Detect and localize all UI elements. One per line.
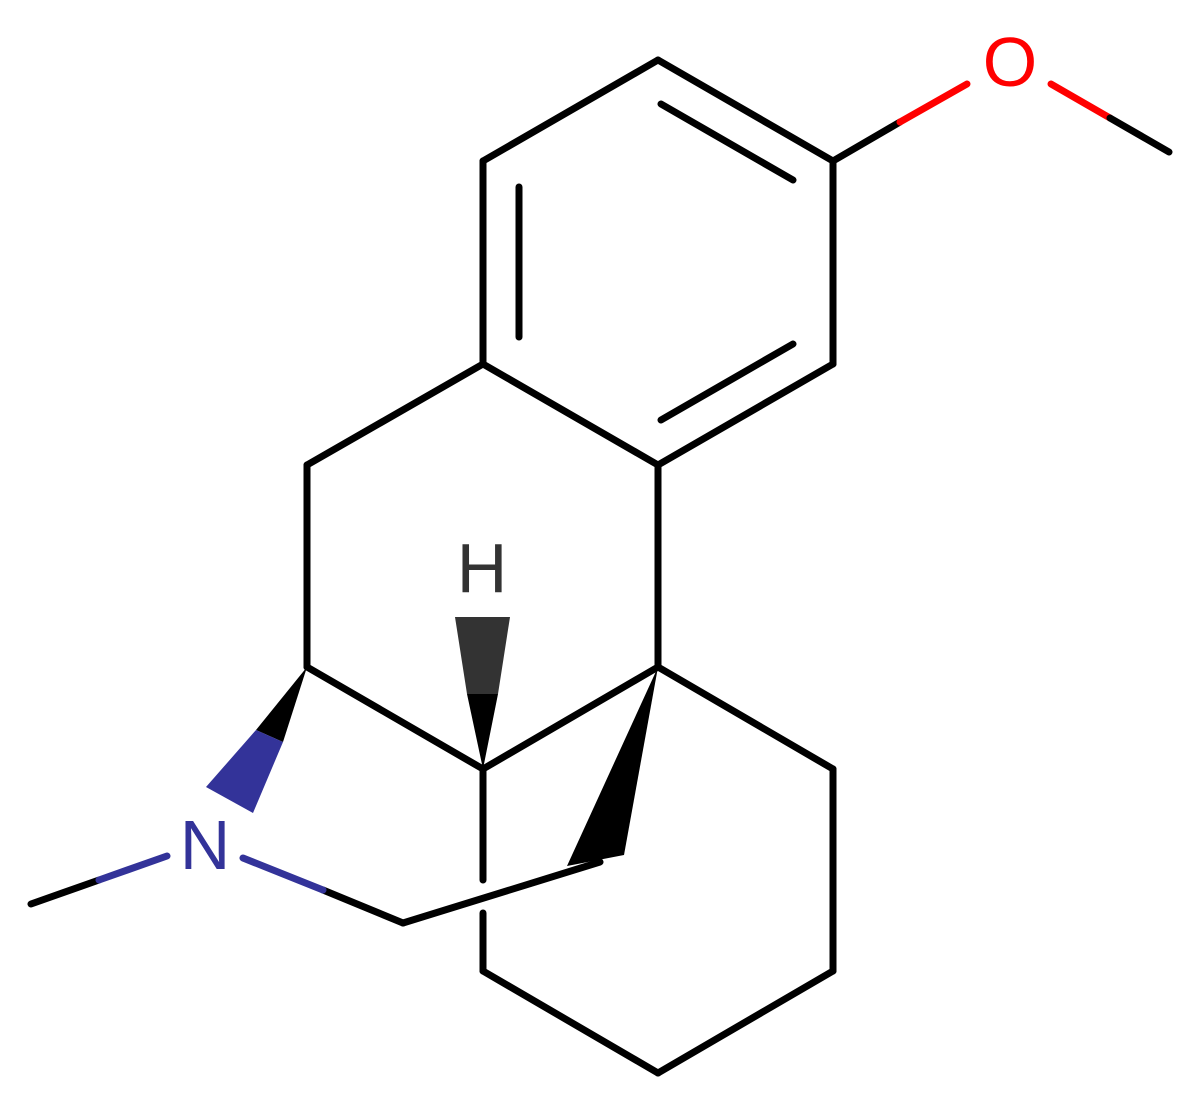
bond xyxy=(303,360,487,469)
bond xyxy=(479,967,662,1077)
bond-to-n xyxy=(319,886,407,927)
aromatic-inner-bond xyxy=(657,100,797,184)
bond xyxy=(654,56,837,165)
o-methyl-bond xyxy=(1106,114,1173,156)
o-methyl-bond xyxy=(1047,80,1114,122)
hydrogen-atom-label: H xyxy=(457,529,508,607)
bond-to-o xyxy=(829,118,904,165)
n-methyl-bond xyxy=(27,876,103,908)
bond-to-n xyxy=(239,854,327,894)
wedge-bonds xyxy=(206,617,658,866)
wedge-bond-h xyxy=(467,694,498,769)
wedge-bond-n xyxy=(206,730,283,813)
wedge-bond-n xyxy=(256,667,307,742)
bonds xyxy=(27,56,1173,1077)
n-methyl-bond xyxy=(95,852,171,884)
wedge-bond xyxy=(567,667,658,866)
bond xyxy=(303,663,487,773)
bond xyxy=(654,663,837,773)
bond-to-o xyxy=(896,80,971,126)
bond xyxy=(654,967,837,1077)
aromatic-inner-bond xyxy=(657,340,797,424)
nitrogen-atom-label: N xyxy=(180,806,231,884)
bond xyxy=(399,858,604,927)
bond xyxy=(479,56,662,165)
wedge-bond-h xyxy=(455,617,510,694)
bond xyxy=(654,360,837,469)
bond xyxy=(479,360,662,469)
bond xyxy=(479,663,662,773)
oxygen-atom-label: O xyxy=(983,23,1037,101)
